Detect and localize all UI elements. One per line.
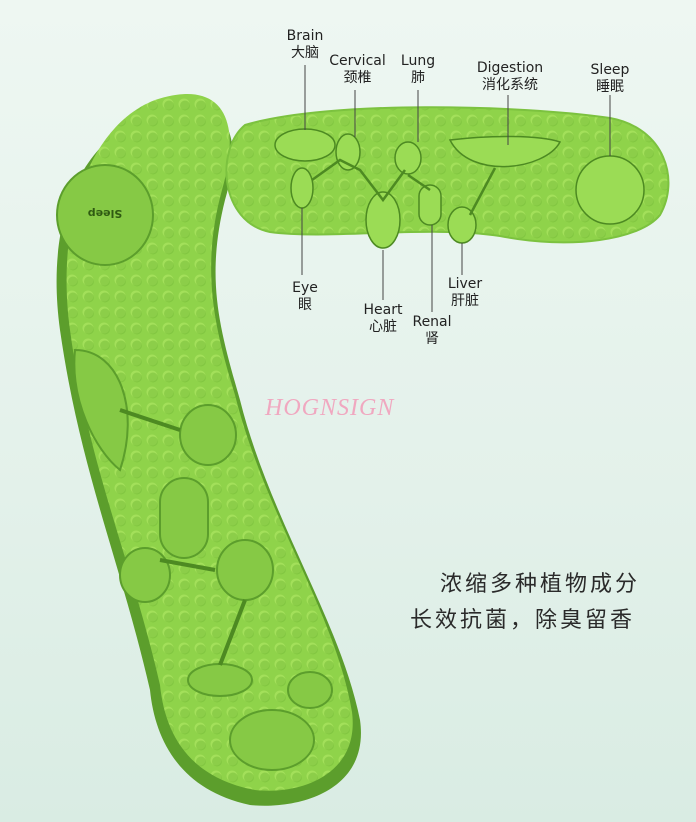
slogan-line-2: 长效抗菌，除臭留香 bbox=[410, 608, 636, 633]
large-insole: Sleep bbox=[56, 94, 361, 806]
watermark: HOGNSIGN bbox=[265, 395, 395, 421]
small-insole bbox=[225, 65, 670, 312]
sleep-zone-label: Sleep bbox=[88, 207, 123, 220]
slogan-line-1: 浓缩多种植物成分 bbox=[440, 572, 641, 597]
